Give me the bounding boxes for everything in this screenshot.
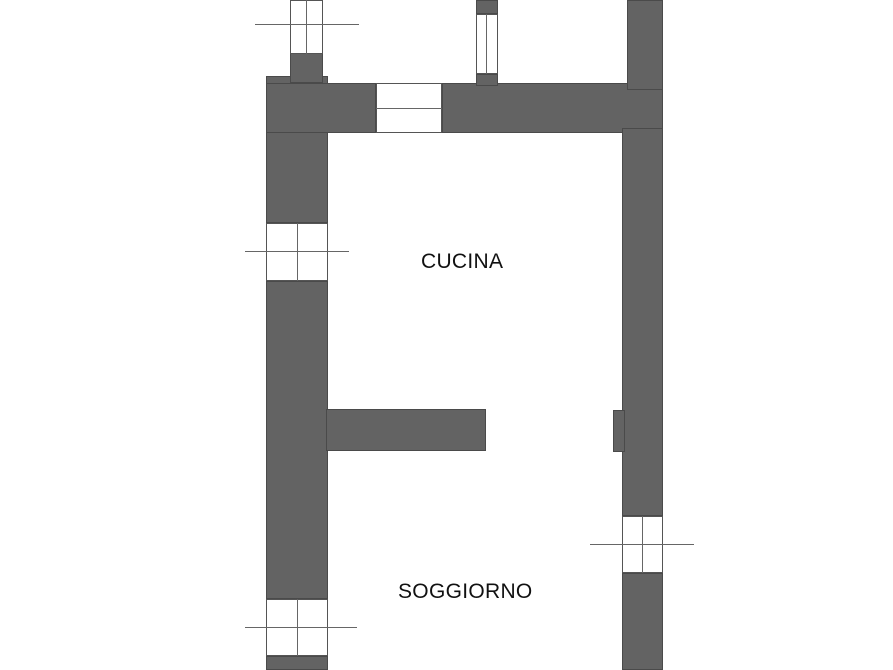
door-top-mid [376,108,442,109]
top-wall-left [266,83,376,133]
room-label-living-room: SOGGIORNO [398,580,533,603]
window-left-kitchen-mullion [297,223,298,281]
window-right-living-axis [590,544,694,545]
window-left-living-axis [245,627,357,628]
right-wall-upper [622,128,663,516]
window-top-left-axis [255,24,359,25]
room-label-kitchen: CUCINA [421,250,504,273]
top-wall-right [442,83,663,133]
window-top-small [476,14,498,74]
right-wall-lower [622,573,663,670]
top-small-pier-base [476,74,498,86]
top-small-pier [476,0,498,14]
right-wall-nib [613,410,625,452]
window-left-kitchen-axis [245,251,349,252]
top-left-pier [290,53,323,83]
left-wall-lower [266,656,328,670]
window-top-small-mullion [486,14,487,74]
partition-wall [326,409,486,451]
window-top-left-mullion [306,0,307,54]
left-wall-middle [266,281,328,599]
right-wall-top [627,0,663,90]
